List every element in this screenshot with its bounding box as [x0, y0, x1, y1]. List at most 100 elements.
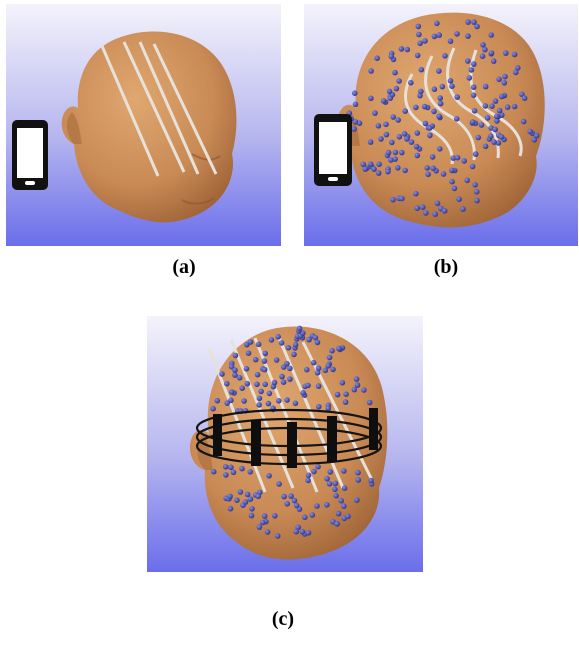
electrode-dot: [402, 168, 408, 174]
electrode-dot: [521, 119, 527, 125]
smartphone-icon: [314, 114, 352, 186]
electrode-dot: [343, 391, 349, 397]
electrode-dot: [262, 351, 268, 357]
electrode-dot: [449, 179, 455, 185]
electrode-dot: [390, 114, 396, 120]
electrode-dot: [306, 473, 312, 479]
electrode-dot: [272, 380, 278, 386]
electrode-dot: [284, 501, 290, 507]
electrode-dot: [422, 38, 428, 44]
electrode-dot: [491, 139, 497, 145]
electrode-dot: [497, 108, 503, 114]
electrode-dot: [345, 514, 351, 520]
electrode-dot: [448, 38, 454, 44]
electrode-dot: [286, 345, 292, 351]
electrode-dot: [449, 168, 455, 174]
electrode-dot: [244, 366, 250, 372]
electrode-dot: [249, 513, 255, 519]
electrode-dot: [354, 376, 360, 382]
electrode-dot: [430, 154, 436, 160]
electrode-dot: [488, 133, 494, 139]
smartphone-icon: [12, 120, 48, 190]
electrode-dot: [248, 339, 254, 345]
electrode-dot: [368, 478, 374, 484]
electrode-dot: [239, 385, 245, 391]
electrode-dot: [399, 150, 405, 156]
electrode-dot: [258, 389, 264, 395]
electrode-dot: [266, 401, 272, 407]
electrode-dot: [415, 53, 421, 59]
electrode-dot: [340, 380, 346, 386]
electrode-dot: [336, 346, 342, 352]
electrode-dot: [223, 472, 229, 478]
electrode-dot: [527, 129, 533, 135]
electrode-dot: [470, 164, 476, 170]
electrode-dot: [231, 470, 237, 476]
panel-b-figure: [304, 4, 578, 246]
electrode-dot: [432, 34, 438, 40]
electrode-dot: [492, 127, 498, 133]
electrode-dot: [485, 115, 491, 121]
electrode-dot: [224, 400, 230, 406]
electrode-dot: [414, 205, 420, 211]
electrode-dot: [388, 157, 394, 163]
electrode-dot: [342, 485, 348, 491]
electrode-dot: [476, 135, 482, 141]
electrode-dot: [385, 169, 391, 175]
electrode-dot: [336, 511, 342, 517]
electrode-dot: [325, 406, 331, 412]
electrode-dot: [418, 89, 424, 95]
electrode-dot: [238, 489, 244, 495]
electrode-dot: [399, 196, 405, 202]
electrode-dot: [448, 78, 454, 84]
electrode-dot: [288, 493, 294, 499]
electrode-dot: [438, 101, 444, 107]
electrode-dot: [265, 529, 271, 535]
electrode-dot: [440, 84, 446, 90]
electrode-dot: [326, 363, 332, 369]
electrode-dot: [316, 404, 322, 410]
electrode-dot: [493, 98, 499, 104]
electrode-dot: [315, 370, 321, 376]
electrode-dot: [502, 80, 508, 86]
electrode-dot: [432, 211, 438, 217]
electrode-dot: [310, 512, 316, 518]
electrode-dot: [224, 381, 230, 387]
electrode-dot: [219, 371, 225, 377]
electrode-dot: [422, 104, 428, 110]
electrode-dot: [397, 134, 403, 140]
electrode-dot: [253, 357, 259, 363]
electrode-dot: [449, 83, 455, 89]
electrode-dot: [330, 367, 336, 373]
electrode-dot: [522, 95, 528, 101]
electrode-dot: [316, 365, 322, 371]
electrode-dot: [315, 464, 321, 470]
electrode-dot: [389, 140, 395, 146]
electrode-dot: [368, 68, 374, 74]
electrode-dot: [300, 529, 306, 535]
electrode-dot: [534, 133, 540, 139]
electrode-dot: [353, 102, 359, 108]
electrode-dot: [436, 68, 442, 74]
electrode-dot: [423, 121, 429, 127]
electrode-dot: [256, 402, 262, 408]
electrode-dot: [381, 98, 387, 104]
caption-c: (c): [253, 608, 313, 631]
electrode-dot: [237, 375, 243, 381]
electrode-dot: [343, 399, 349, 405]
electrode-dot: [402, 108, 408, 114]
electrode-dot: [248, 496, 254, 502]
electrode-dot: [489, 50, 495, 56]
electrode-dot: [384, 132, 390, 138]
electrode-dot: [211, 469, 217, 475]
electrode-dot: [479, 122, 485, 128]
electrode-dot: [361, 387, 367, 393]
electrode-dot: [437, 146, 443, 152]
electrode-dot: [306, 530, 312, 536]
electrode-dot: [416, 24, 422, 30]
electrode-dot: [228, 465, 234, 471]
electrode-dot: [452, 186, 458, 192]
electrode-dot: [415, 130, 421, 136]
electrode-dot: [368, 96, 374, 102]
electrode-dot: [393, 150, 399, 156]
